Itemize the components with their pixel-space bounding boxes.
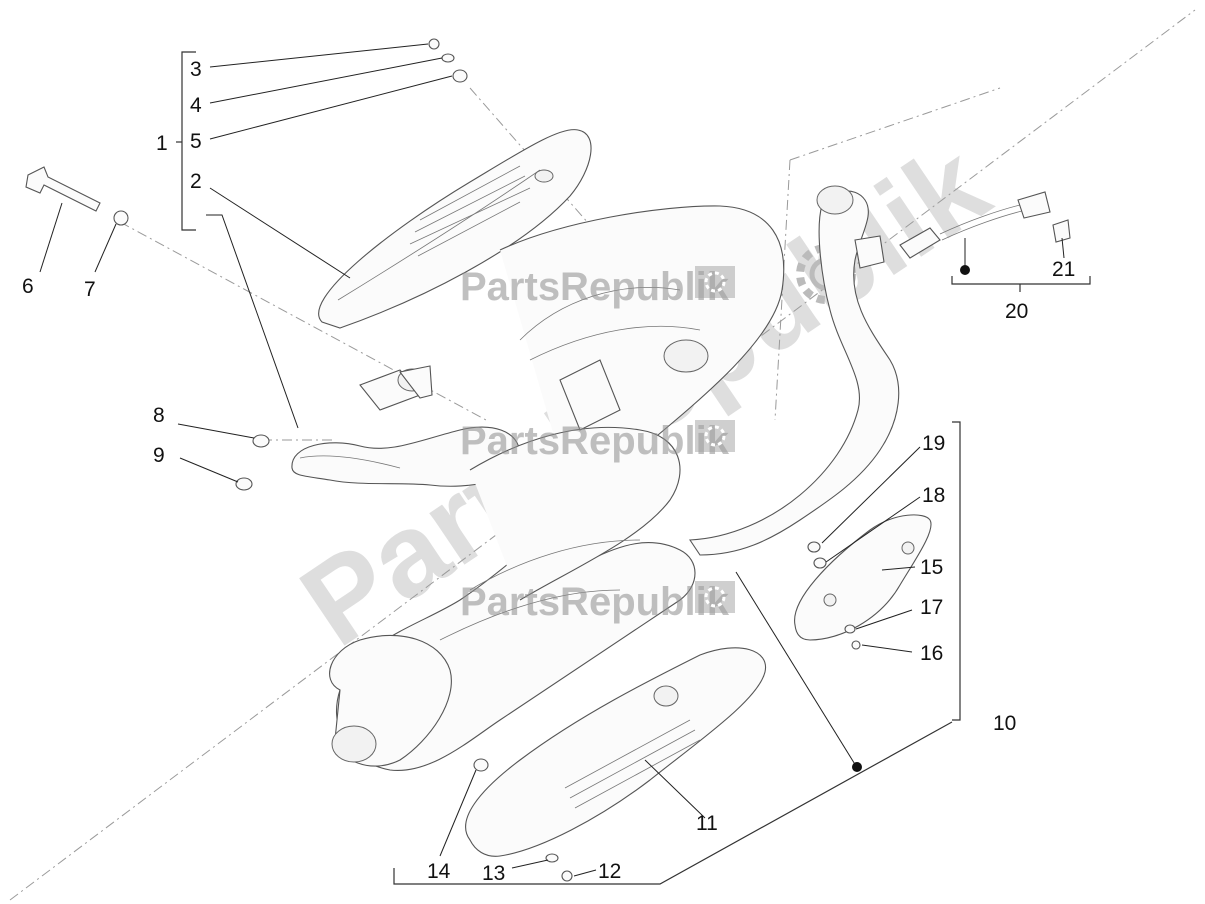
washer-19 <box>807 541 821 553</box>
callout-6: 6 <box>22 275 34 298</box>
bracket-bottom <box>393 721 953 885</box>
bracket-10 <box>952 421 961 721</box>
callout-labels: 1 2 3 4 5 6 7 8 9 10 11 12 13 14 15 16 1… <box>22 58 1075 885</box>
callout-13: 13 <box>482 862 505 885</box>
bracket-1 <box>181 51 196 231</box>
washer-8 <box>252 434 270 448</box>
callout-3: 3 <box>190 58 202 81</box>
callout-11: 11 <box>696 812 718 835</box>
dot-20 <box>960 265 970 275</box>
screw-3 <box>428 38 440 50</box>
watermark-text: PartsRepublik <box>460 265 730 309</box>
washer-17 <box>844 624 856 634</box>
callout-17: 17 <box>920 596 943 619</box>
exhaust-pipe-rear <box>689 185 900 556</box>
nut-9 <box>235 477 253 491</box>
grommet-5 <box>452 69 468 83</box>
heat-shield-upper <box>318 129 592 329</box>
gear-icon <box>695 266 735 298</box>
watermark-text: PartsRepublik <box>460 419 730 463</box>
dot-10 <box>852 762 862 772</box>
watermark-row-3: PartsRepublik <box>460 580 735 624</box>
heat-shield-small <box>794 514 932 641</box>
grommet-14 <box>473 758 489 772</box>
callout-20: 20 <box>1005 300 1028 323</box>
callout-16: 16 <box>920 642 943 665</box>
callout-9: 9 <box>153 444 165 467</box>
callout-1: 1 <box>156 132 168 155</box>
washer-13 <box>545 853 559 863</box>
watermark-row-2: PartsRepublik <box>460 419 735 463</box>
washer-4 <box>441 53 455 63</box>
callout-7: 7 <box>84 278 96 301</box>
bolt-6 <box>25 166 101 212</box>
oxygen-sensor <box>899 191 1071 259</box>
callout-8: 8 <box>153 404 165 427</box>
callout-15: 15 <box>920 556 943 579</box>
callout-2: 2 <box>190 170 202 193</box>
gear-icon <box>695 581 735 613</box>
gear-icon <box>695 420 735 452</box>
nut-18 <box>813 557 827 569</box>
callout-4: 4 <box>190 94 202 117</box>
watermark-row-1: PartsRepublik <box>460 265 735 309</box>
screw-12 <box>561 870 573 882</box>
washer-7 <box>113 210 129 226</box>
screw-16 <box>851 640 861 650</box>
callout-14: 14 <box>427 860 451 883</box>
leader-lines <box>39 43 1065 877</box>
callout-5: 5 <box>190 130 202 153</box>
hardware <box>25 38 861 882</box>
callout-18: 18 <box>922 484 945 507</box>
callout-12: 12 <box>598 860 621 883</box>
callout-19: 19 <box>922 432 945 455</box>
brackets <box>176 51 1091 885</box>
silencer-body <box>329 205 785 771</box>
bracket-20 <box>951 276 1091 285</box>
callout-21: 21 <box>1052 258 1075 281</box>
callout-10: 10 <box>993 712 1016 735</box>
heat-shield-lower <box>465 647 767 857</box>
watermark-text: PartsRepublik <box>460 580 730 624</box>
